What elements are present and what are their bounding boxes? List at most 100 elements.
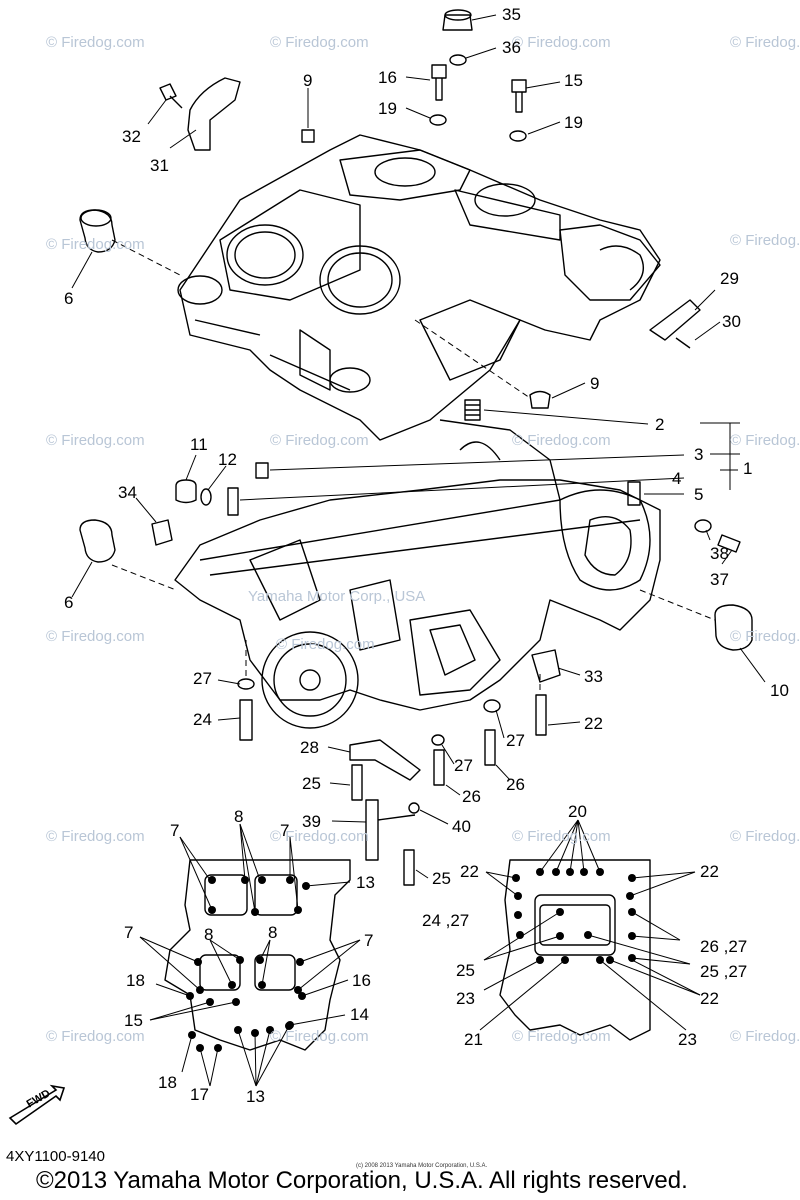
callout-22: 22 — [460, 862, 479, 881]
callout-12: 12 — [218, 450, 237, 469]
nozzle-4 — [227, 487, 239, 516]
o-ring-12 — [200, 488, 212, 506]
watermark: © Firedog.com — [46, 432, 145, 449]
bolt-26b — [433, 749, 445, 786]
bolt-26a — [484, 729, 496, 766]
callout-37: 37 — [710, 570, 729, 589]
callout-28: 28 — [300, 738, 319, 757]
cap-35 — [442, 14, 473, 31]
plug-6b — [79, 519, 116, 563]
callout-35: 35 — [502, 5, 521, 24]
watermark: © Firedog.com — [512, 34, 611, 51]
o-ring-36 — [449, 54, 467, 66]
pin-3 — [255, 462, 269, 479]
callout-10: 10 — [770, 681, 789, 700]
callout-15: 15 — [564, 71, 583, 90]
callout-29: 29 — [720, 269, 739, 288]
lower-crankcase — [174, 419, 661, 729]
callout-4: 4 — [672, 469, 682, 488]
plate-28 — [349, 739, 421, 781]
bolt-pattern-left — [164, 859, 351, 1051]
callout-27: 27 — [506, 731, 525, 750]
callout-23: 23 — [456, 989, 475, 1008]
dowel-5 — [627, 481, 641, 506]
callout-25: 25 — [302, 774, 321, 793]
callout-6: 6 — [64, 289, 74, 308]
callout-18: 18 — [158, 1073, 177, 1092]
washer-19a — [429, 114, 447, 126]
bolt-25b — [403, 849, 415, 886]
bolt-15a — [511, 79, 527, 113]
bolt-25a — [351, 764, 363, 801]
callout-27: 27 — [193, 669, 212, 688]
callout-7: 7 — [124, 923, 134, 942]
watermark: © Firedog.com — [46, 628, 145, 645]
bolt-pattern-right — [499, 859, 651, 1041]
watermark: © Firedog.com — [46, 1028, 145, 1045]
watermark: © Firedog.com — [730, 1028, 800, 1045]
copyright-notice: ©2013 Yamaha Motor Corporation, U.S.A. A… — [36, 1167, 688, 1194]
watermark: © Firedog.com — [730, 432, 800, 449]
watermark: © Firedog.com — [270, 432, 369, 449]
callout-9: 9 — [590, 374, 600, 393]
callout-20: 20 — [568, 802, 587, 821]
callout-1: 1 — [743, 459, 753, 478]
callout-16: 16 — [378, 68, 397, 87]
callout-22: 22 — [700, 989, 719, 1008]
spring-2 — [464, 399, 481, 421]
callout-13: 13 — [356, 873, 375, 892]
washer-27b — [483, 699, 501, 713]
dowel-9a — [301, 129, 315, 143]
plug-34 — [151, 519, 173, 546]
catalog-code: 4XY1100-9140 — [6, 1148, 105, 1165]
bolt-22a — [535, 694, 547, 736]
callout-32: 32 — [122, 127, 141, 146]
watermark: © Firedog.com — [270, 34, 369, 51]
callout-25-27: 25 ,27 — [700, 962, 748, 981]
bracket-29 — [649, 299, 701, 341]
watermark: © Firedog.com — [730, 628, 800, 645]
callout-11: 11 — [190, 435, 208, 454]
watermark: © Firedog.com — [46, 236, 145, 253]
watermark: © Firedog.com — [270, 1028, 369, 1045]
callout-25: 25 — [456, 961, 475, 980]
callout-15: 15 — [124, 1011, 143, 1030]
plug-11 — [175, 479, 197, 504]
watermark: © Firedog.com — [730, 232, 800, 249]
watermark: © Firedog.com — [270, 828, 369, 845]
callout-18: 18 — [126, 971, 145, 990]
bracket-31 — [187, 77, 241, 151]
callout-40: 40 — [452, 817, 471, 836]
upper-crankcase — [177, 134, 661, 441]
bolt-32 — [159, 83, 183, 109]
washer-19b — [509, 130, 527, 142]
dowel-9b — [529, 390, 551, 409]
callout-16: 16 — [352, 971, 371, 990]
pipe-39 — [365, 799, 416, 861]
watermark: © Firedog.com — [730, 34, 800, 51]
callout-39: 39 — [302, 812, 321, 831]
callout-8: 8 — [204, 925, 214, 944]
callout-8: 8 — [234, 807, 244, 826]
callout-30: 30 — [722, 312, 741, 331]
small-copyright: (c) 2008 2013 Yamaha Motor Corporation, … — [356, 1163, 488, 1169]
watermark: © Firedog.com — [46, 828, 145, 845]
callout-5: 5 — [694, 485, 704, 504]
washer-38 — [694, 519, 712, 533]
callout-7: 7 — [364, 931, 374, 950]
watermark: © Firedog.com — [730, 828, 800, 845]
callout-24-27: 24 ,27 — [422, 911, 470, 930]
callout-19: 19 — [378, 99, 397, 118]
bolt-24a — [239, 699, 253, 741]
callout-34: 34 — [118, 483, 137, 502]
callout-3: 3 — [694, 445, 704, 464]
callout-7: 7 — [280, 821, 290, 840]
callout-22: 22 — [584, 714, 603, 733]
callout-13: 13 — [246, 1087, 265, 1106]
callout-7: 7 — [170, 821, 180, 840]
bolt-30 — [675, 337, 691, 349]
callout-22: 22 — [700, 862, 719, 881]
watermark: © Firedog.com — [46, 34, 145, 51]
washer-27c — [431, 734, 445, 746]
